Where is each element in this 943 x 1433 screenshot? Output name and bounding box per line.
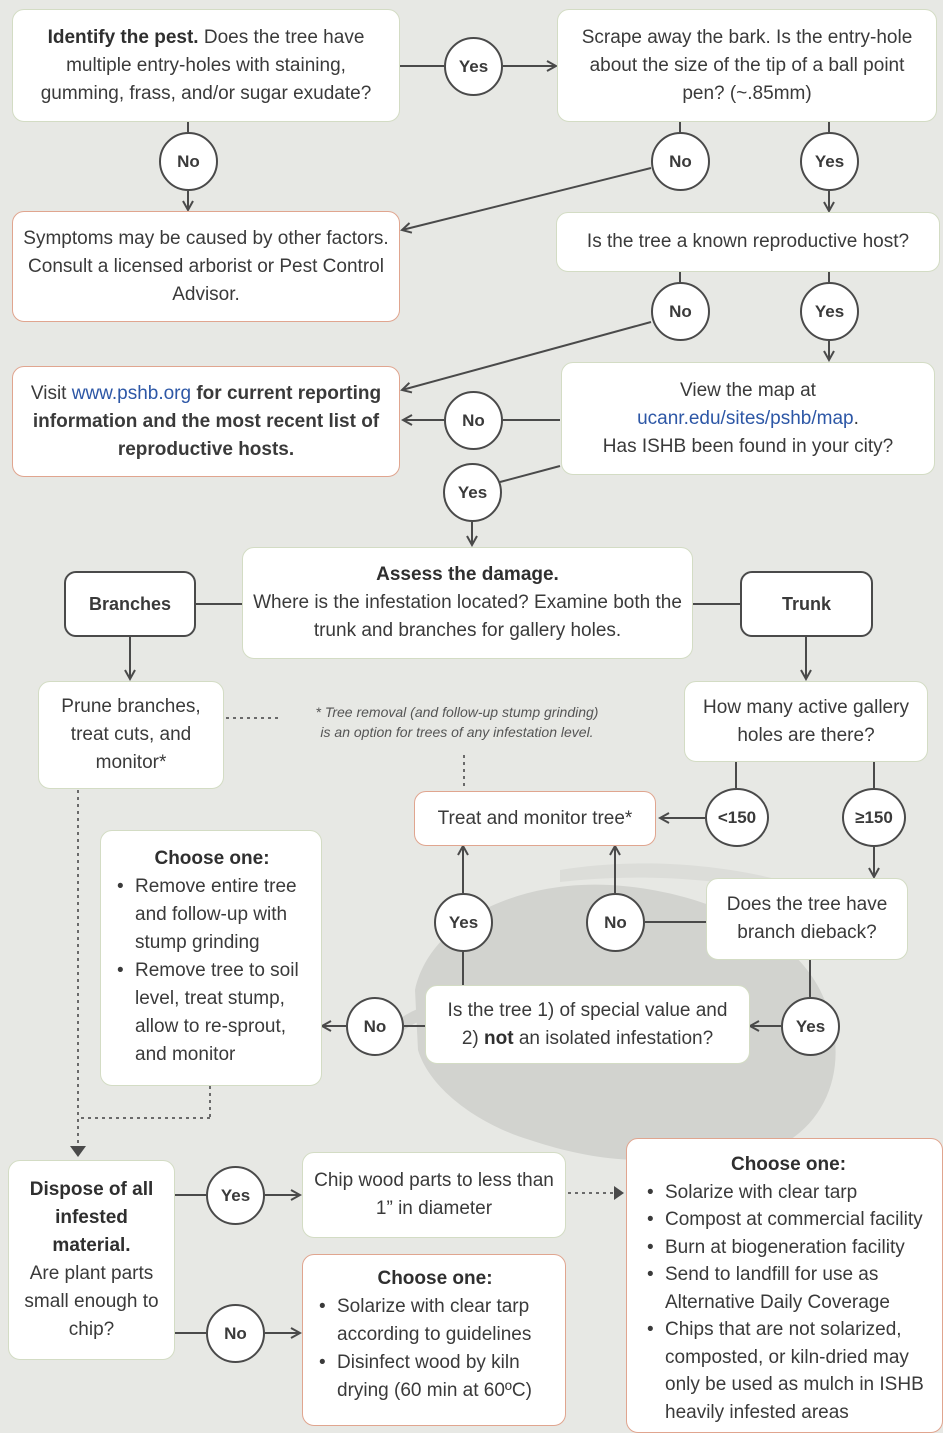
no-connector: No <box>586 893 645 952</box>
yes-connector: Yes <box>206 1166 265 1225</box>
tree-removal-note-line1: * Tree removal (and follow-up stump grin… <box>315 704 599 720</box>
view-map-question: View the map at ucanr.edu/sites/pshb/map… <box>561 362 935 475</box>
branches-label: Branches <box>88 594 172 614</box>
branch-dieback-text: Does the tree have branch dieback? <box>726 894 888 943</box>
yes-connector: Yes <box>434 893 493 952</box>
view-map-line3: Has ISHB been found in your city? <box>602 435 894 457</box>
yes-connector: Yes <box>443 463 502 522</box>
disposal-options-list: Solarize with clear tarp Compost at comm… <box>643 1179 934 1427</box>
special-value-question: Is the tree 1) of special value and 2) n… <box>425 985 750 1064</box>
treat-monitor-text: Treat and monitor tree* <box>437 807 633 829</box>
entry-hole-size-text: Scrape away the bark. Is the entry-hole … <box>581 26 913 104</box>
reproductive-host-text: Is the tree a known reproductive host? <box>586 231 910 252</box>
trunk-node: Trunk <box>740 571 873 637</box>
branch-dieback-question: Does the tree have branch dieback? <box>706 878 908 960</box>
reproductive-host-question: Is the tree a known reproductive host? <box>556 212 940 272</box>
branches-node: Branches <box>64 571 196 637</box>
solarize-option-item: Disinfect wood by kiln drying (60 min at… <box>319 1349 555 1405</box>
solarize-options-list: Solarize with clear tarp according to gu… <box>315 1293 555 1405</box>
disposal-option-item: Compost at commercial facility <box>647 1206 934 1234</box>
removal-options: Choose one: Remove entire tree and follo… <box>100 830 322 1086</box>
map-link-dot: . <box>853 407 859 429</box>
special-value-post2: an isolated infestation? <box>513 1027 714 1049</box>
dispose-text: Are plant parts small enough to chip? <box>24 1263 159 1340</box>
no-connector: No <box>651 282 710 341</box>
dispose-title: Dispose of all infested material. <box>29 1179 154 1256</box>
yes-connector: Yes <box>800 282 859 341</box>
solarize-options: Choose one: Solarize with clear tarp acc… <box>302 1254 566 1426</box>
lt150-connector: <150 <box>705 788 769 847</box>
chip-wood-text: Chip wood parts to less than 1” in diame… <box>314 1170 554 1219</box>
gallery-holes-text: How many active gallery holes are there? <box>703 696 909 746</box>
solarize-options-title: Choose one: <box>377 1268 493 1289</box>
removal-option-item: Remove entire tree and follow-up with st… <box>117 873 311 957</box>
tree-removal-note-line2: is an option for trees of any infestatio… <box>320 724 594 740</box>
trunk-label: Trunk <box>781 594 831 614</box>
no-connector: No <box>206 1304 265 1363</box>
yes-connector: Yes <box>781 997 840 1056</box>
visit-post: for current reporting information and th… <box>32 382 382 460</box>
disposal-options: Choose one: Solarize with clear tarp Com… <box>626 1138 943 1433</box>
dispose-material-step: Dispose of all infested material. Are pl… <box>8 1160 175 1360</box>
pshb-link[interactable]: www.pshb.org <box>71 382 192 404</box>
disposal-option-item: Send to landfill for use as Alternative … <box>647 1261 934 1316</box>
disposal-option-item: Chips that are not solarized, composted,… <box>647 1316 934 1426</box>
assess-damage-step: Assess the damage. Where is the infestat… <box>242 547 693 659</box>
removal-option-item: Remove tree to soil level, treat stump, … <box>117 957 311 1069</box>
no-connector: No <box>346 997 404 1056</box>
map-link[interactable]: ucanr.edu/sites/pshb/map <box>637 407 854 429</box>
solarize-option-item: Solarize with clear tarp according to gu… <box>319 1293 555 1349</box>
treat-monitor-result: Treat and monitor tree* <box>414 791 656 846</box>
prune-branches-step: Prune branches, treat cuts, and monitor* <box>38 681 224 789</box>
yes-connector: Yes <box>800 132 859 191</box>
tree-removal-note: * Tree removal (and follow-up stump grin… <box>282 702 632 742</box>
special-value-line1: Is the tree 1) of special value and <box>447 999 728 1021</box>
no-connector: No <box>159 132 218 191</box>
other-factors-text: Symptoms may be caused by other factors.… <box>23 227 389 305</box>
view-map-line1: View the map at <box>680 379 816 401</box>
disposal-option-item: Solarize with clear tarp <box>647 1179 934 1207</box>
visit-pre: Visit <box>30 382 72 404</box>
entry-hole-size-question: Scrape away the bark. Is the entry-hole … <box>557 9 937 122</box>
disposal-options-title: Choose one: <box>730 1154 847 1175</box>
chip-wood-step: Chip wood parts to less than 1” in diame… <box>302 1152 566 1238</box>
ge150-connector: ≥150 <box>842 788 906 847</box>
assess-damage-text: Where is the infestation located? Examin… <box>253 592 682 641</box>
visit-pshb-result: Visit www.pshb.org for current reporting… <box>12 366 400 477</box>
removal-options-title: Choose one: <box>154 848 270 869</box>
yes-connector: Yes <box>444 37 503 96</box>
identify-pest-question: Identify the pest. Does the tree have mu… <box>12 9 400 122</box>
prune-branches-text: Prune branches, treat cuts, and monitor* <box>61 696 201 773</box>
other-factors-result: Symptoms may be caused by other factors.… <box>12 211 400 322</box>
assess-damage-title: Assess the damage. <box>376 564 559 585</box>
identify-pest-text: Does the tree have multiple entry-holes … <box>40 26 372 104</box>
gallery-holes-question: How many active gallery holes are there? <box>684 681 928 762</box>
no-connector: No <box>651 132 710 191</box>
no-connector: No <box>444 391 503 450</box>
identify-pest-title: Identify the pest. <box>47 26 199 48</box>
disposal-option-item: Burn at biogeneration facility <box>647 1234 934 1262</box>
removal-options-list: Remove entire tree and follow-up with st… <box>113 873 311 1069</box>
special-value-pre2: 2) <box>461 1027 484 1049</box>
special-value-not: not <box>484 1027 514 1049</box>
